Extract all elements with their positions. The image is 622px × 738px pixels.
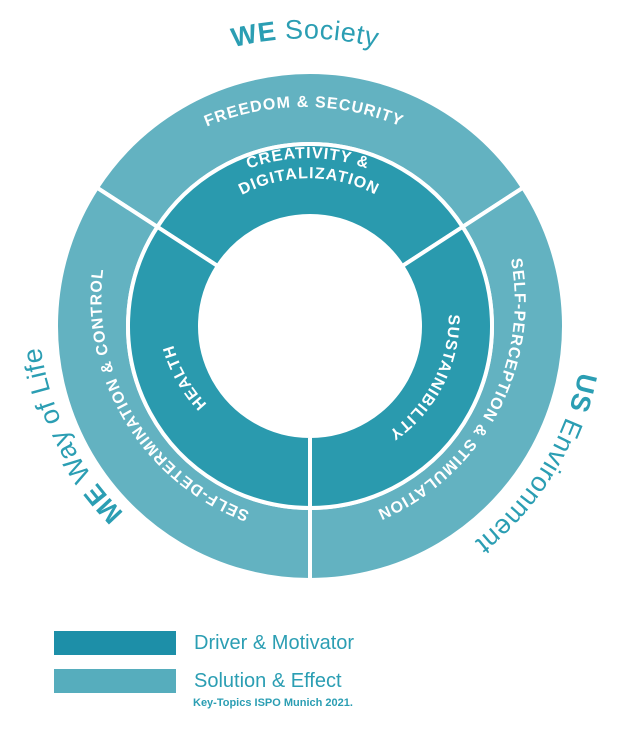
title-we-society: WE Society	[228, 14, 381, 53]
inner-sector-sustainibility	[308, 224, 494, 511]
legend-swatch-driver	[54, 631, 176, 655]
legend: Driver & Motivator Solution & Effect	[54, 628, 594, 704]
legend-label-solution: Solution & Effect	[194, 669, 342, 692]
inner-sector-creativity	[154, 142, 466, 269]
legend-label-driver: Driver & Motivator	[194, 631, 355, 654]
legend-item-solution: Solution & Effect	[54, 666, 594, 696]
legend-item-driver: Driver & Motivator	[54, 628, 594, 658]
caption: Key-Topics ISPO Munich 2021.	[193, 697, 353, 709]
legend-swatch-solution	[54, 669, 176, 693]
inner-sector-health	[126, 224, 312, 511]
